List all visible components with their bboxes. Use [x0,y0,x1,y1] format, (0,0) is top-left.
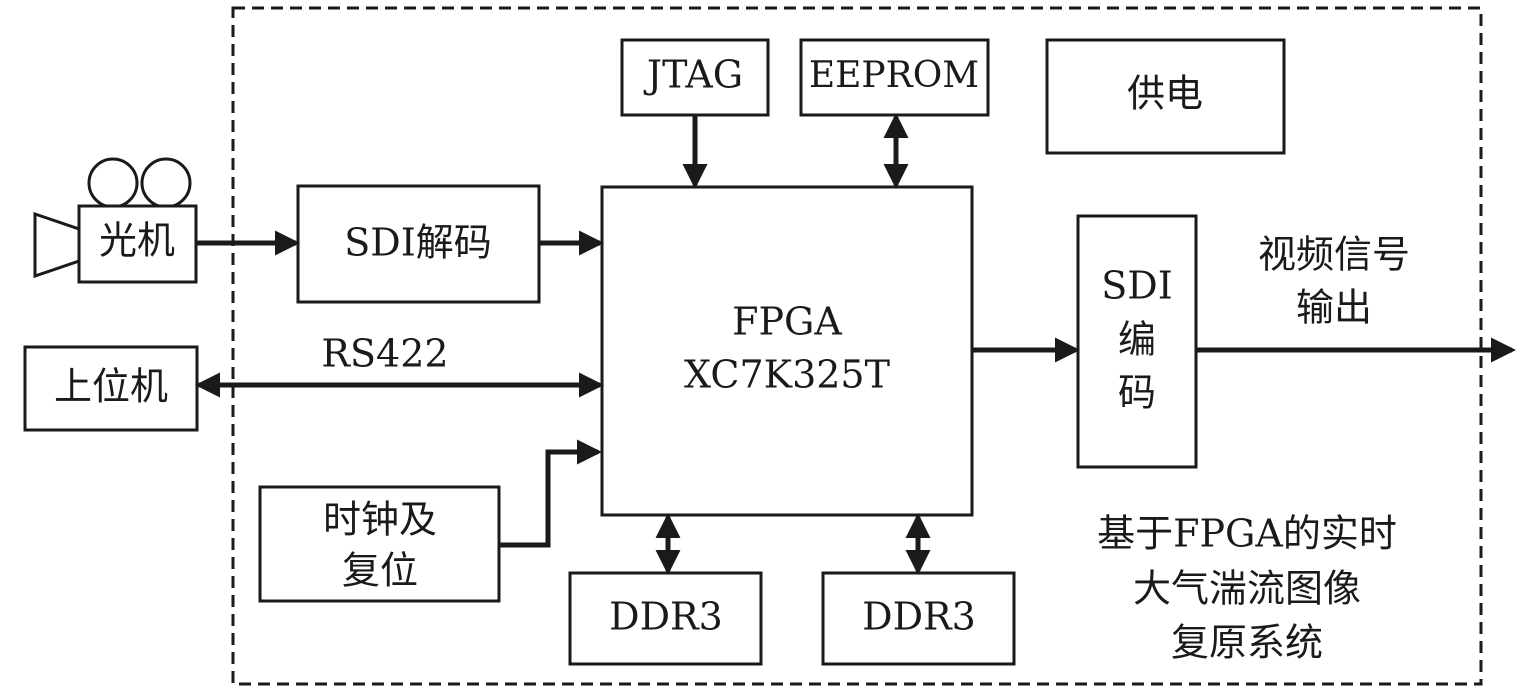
sdi-encode-box [1076,214,1198,469]
rs422-label: RS422 [321,332,448,376]
video-output-label-line1: 视频信号 [1258,233,1410,277]
fpga-box [600,185,974,517]
jtag-box [620,38,770,117]
sdi-encode-label-line2: 编 [1118,318,1156,362]
clock-reset-label-line1: 时钟及 [323,498,437,542]
camera-reel-left [87,157,139,209]
system-title-line1: 基于FPGA的实时 [1097,512,1397,556]
ddr3-right-label: DDR3 [862,595,976,639]
clock-reset-box [258,485,501,603]
jtag-label: JTAG [643,53,743,97]
sdi-decode-label: SDI解码 [344,221,492,265]
ddr3-left-box [568,571,763,666]
eeprom-box [799,38,990,117]
system-title-line2: 大气湍流图像 [1133,567,1361,611]
video-output-label-line2: 输出 [1296,286,1372,330]
clock-reset-to-fpga-arrow [499,439,603,548]
camera-lens [33,211,81,279]
system-boundary [231,6,1483,686]
camera-label: 光机 [99,219,175,263]
sdi-encode-label-line3: 码 [1118,371,1156,415]
eeprom-label: EEPROM [809,55,979,96]
sdi-encode-label-line1: SDI [1101,264,1173,308]
fpga-label-line1: FPGA [732,300,842,344]
camera-reel-right [140,157,192,209]
camera-icon [33,157,198,284]
sdi-decode-box [296,184,541,304]
ddr3-left-label: DDR3 [609,595,723,639]
fpga-label-line2: XC7K325T [684,353,890,397]
system-title-line3: 复原系统 [1171,621,1323,665]
power-supply-label: 供电 [1127,72,1203,116]
clock-reset-label-line2: 复位 [342,549,418,593]
power-supply-box [1045,38,1286,155]
host-computer-label: 上位机 [54,365,168,409]
